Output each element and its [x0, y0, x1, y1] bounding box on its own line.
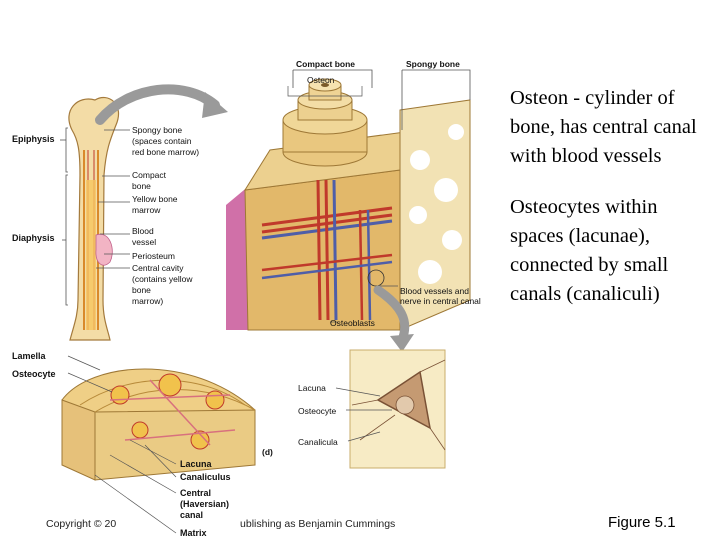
label-osteocyte-left: Osteocyte [12, 369, 56, 379]
figure-number: Figure 5.1 [608, 514, 676, 531]
bullet-osteon: Osteon - cylinder of bone, has central c… [510, 87, 697, 167]
bullet-osteocytes: Osteocytes within spaces (lacunae), conn… [510, 196, 669, 305]
publisher-text: ublishing as Benjamin Cummings [240, 518, 396, 530]
label-osteoblasts: Osteoblasts [330, 318, 375, 328]
label-matrix: Matrix [180, 528, 207, 538]
copyright-prefix: Copyright © 20 [46, 518, 117, 530]
label-compact-bone-left-2: bone [132, 181, 151, 191]
label-central-canal-3: canal [180, 510, 203, 520]
label-vessels-nerve-2: nerve in central canal [400, 296, 481, 306]
label-vessels-nerve-1: Blood vessels and [400, 286, 469, 296]
label-yellow-marrow-2: marrow [132, 205, 161, 215]
label-central-cavity-3: bone [132, 285, 151, 295]
label-panel-d: (d) [262, 447, 273, 457]
label-yellow-marrow-1: Yellow bone [132, 194, 178, 204]
label-compact-bone-top: Compact bone [296, 59, 355, 69]
label-spongy-bone-top: Spongy bone [406, 59, 460, 69]
label-osteon: Osteon [307, 75, 335, 85]
label-osteocyte-right: Osteocyte [298, 406, 337, 416]
label-compact-bone-left-1: Compact [132, 170, 167, 180]
label-central-cavity-4: marrow) [132, 296, 163, 306]
label-diaphysis: Diaphysis [12, 233, 55, 243]
label-spongy-bone-left-2: (spaces contain [132, 136, 192, 146]
bullet-list: Osteon - cylinder of bone, has central c… [510, 84, 715, 331]
copyright-text: Copyright © 20 ublishing as Benjamin Cum… [46, 518, 395, 530]
label-lacuna-bottom: Lacuna [180, 459, 213, 469]
label-lamella: Lamella [12, 351, 47, 361]
label-periosteum: Periosteum [132, 251, 175, 261]
osteocyte-detail [335, 349, 446, 469]
label-canalicula-right: Canalicula [298, 437, 338, 447]
label-lacuna-right: Lacuna [298, 383, 326, 393]
label-central-cavity-2: (contains yellow [132, 274, 193, 284]
label-spongy-bone-left-1: Spongy bone [132, 125, 182, 135]
compact-bone-block [226, 69, 471, 352]
label-central-canal-2: (Haversian) [180, 499, 229, 509]
label-canaliculus: Canaliculus [180, 472, 231, 482]
label-blood-vessel-1: Blood [132, 226, 154, 236]
label-central-cavity-1: Central cavity [132, 263, 184, 273]
osteon-section [61, 355, 256, 534]
label-blood-vessel-2: vessel [132, 237, 156, 247]
label-epiphysis: Epiphysis [12, 134, 55, 144]
label-central-canal-1: Central [180, 488, 211, 498]
label-spongy-bone-left-3: red bone marrow) [132, 147, 199, 157]
long-bone-illustration [60, 84, 228, 341]
